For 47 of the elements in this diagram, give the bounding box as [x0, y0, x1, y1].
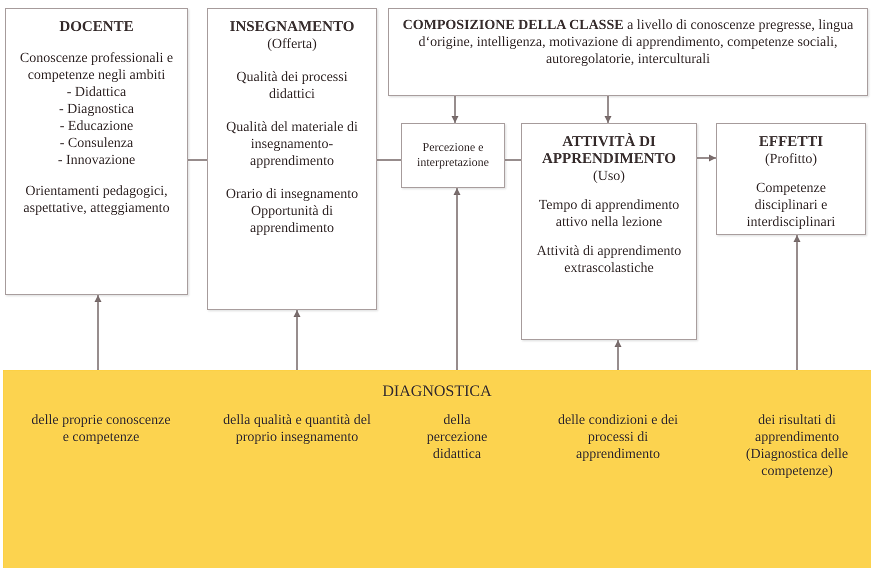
box-text: - Consulenza	[58, 135, 134, 152]
box-text: Orario di insegnamento	[224, 186, 360, 203]
connector-line	[377, 159, 401, 161]
box-text: (Uso)	[592, 168, 626, 185]
text-box	[207, 8, 377, 310]
arrow	[614, 340, 622, 370]
arrow	[604, 96, 612, 123]
arrow	[697, 154, 716, 162]
box-heading: DIAGNOSTICA	[381, 382, 493, 401]
box-text: - Diagnostica	[58, 101, 136, 118]
box-heading: DOCENTE	[58, 19, 135, 36]
box-text: dei risultati di apprendimento (Diagnostica delle competenze)	[744, 412, 850, 480]
box-text: - Educazione	[58, 118, 134, 135]
box-text: Qualità dei processi didattici	[235, 69, 349, 103]
box-text: Tempo di apprendimento attivo nella lezione	[538, 197, 680, 231]
box-text: delle condizioni e dei processi di apprendimento	[556, 412, 680, 463]
arrow	[452, 96, 458, 123]
connector-line	[188, 159, 207, 161]
text-box	[716, 123, 866, 235]
box-text: - Didattica	[66, 84, 128, 101]
text-box	[521, 123, 697, 340]
box-text: Competenze disciplinari e interdisciplinari	[746, 180, 836, 231]
arrow	[794, 235, 800, 370]
box-heading: EFFETTI	[758, 134, 824, 151]
box-text: Attività di apprendimento extrascolastiche	[536, 243, 682, 277]
arrow	[294, 310, 300, 370]
box-text: COMPOSIZIONE DELLA CLASSE a livello di conoscenze pregresse, lingua d‘origine, intelligenza, motivazione di apprendimento, competenze sociali, autoregolatorie, interculturali	[402, 17, 854, 68]
arrow	[94, 295, 102, 370]
box-text: (Profitto)	[764, 151, 818, 168]
box-text: Opportunità di apprendimento	[249, 203, 335, 237]
box-text: della percezione didattica	[426, 412, 488, 463]
arrow	[454, 188, 460, 370]
text-box	[388, 8, 868, 96]
box-text: (Offerta)	[266, 36, 318, 53]
box-text: Orientamenti pedagogici, aspettative, atteggiamento	[22, 183, 171, 217]
box-text: della qualità e quantità del proprio insegnamento	[222, 412, 372, 446]
box-heading: ATTIVITÀ DI APPRENDIMENTO	[541, 134, 677, 168]
box-text: Qualità del materiale di insegnamento-apprendimento	[225, 119, 359, 170]
text-box	[401, 123, 505, 188]
band-panel	[3, 370, 871, 568]
box-text: delle proprie conoscenze e competenze	[31, 412, 171, 446]
text-box	[5, 8, 188, 295]
connector-line	[505, 159, 521, 161]
box-heading: INSEGNAMENTO	[228, 19, 356, 36]
box-text: Percezione e interpretazione	[416, 140, 490, 170]
box-text: - Innovazione	[56, 152, 136, 169]
box-text: Conoscenze professionali e competenze negli ambiti	[18, 50, 174, 84]
